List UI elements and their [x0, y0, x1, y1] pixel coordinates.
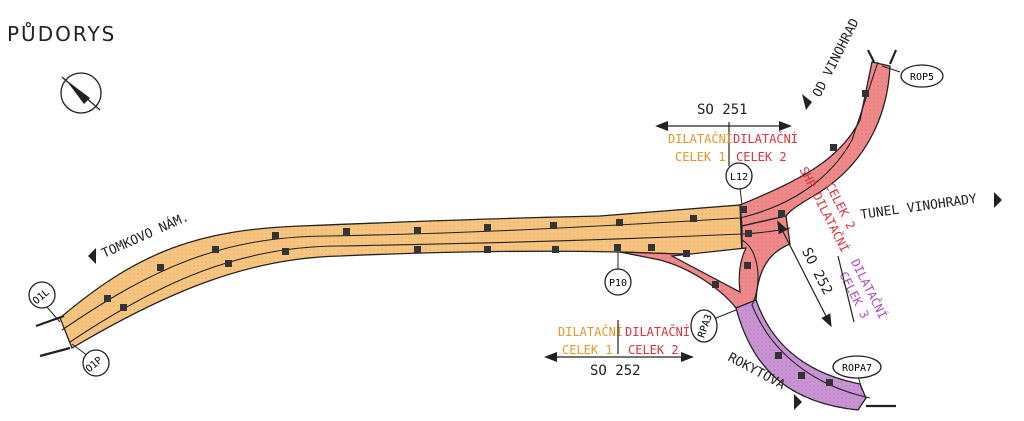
- so-251-dil1-line1: DILATAČNÍ: [668, 131, 733, 146]
- so-252-dil1-line2: CELEK 1: [562, 343, 613, 357]
- marker-p10: P10: [604, 252, 632, 296]
- dilatacni-celek-2-upper-zone: [739, 61, 891, 227]
- p10-label: P10: [609, 278, 627, 289]
- l12-label: L12: [730, 172, 748, 183]
- north-arrow-icon: [60, 72, 102, 114]
- arrow-left-icon: [777, 220, 788, 235]
- arrow-right-icon: [821, 313, 832, 328]
- so-251-block: SO 251 DILATAČNÍ CELEK 1 DILATAČNÍ CELEK…: [655, 102, 798, 166]
- dilatacni-celek-3-zone: [735, 299, 867, 411]
- arrow-right-icon: [681, 352, 694, 362]
- marker-rop5: ROP5: [881, 64, 944, 88]
- portal-ends: [35, 49, 898, 408]
- direction-arrow-icon: [794, 394, 802, 410]
- marker-ropa7: ROPA7: [832, 355, 882, 391]
- so-252-dil2-line1: DILATAČNÍ: [625, 324, 690, 339]
- marker-rpa3: RPA3: [690, 309, 737, 343]
- arrow-left-icon: [655, 121, 668, 131]
- segment-blocks: [104, 90, 869, 386]
- so-251-dil2-line2: CELEK 2: [736, 150, 787, 164]
- direction-arrow-icon: [88, 248, 96, 264]
- ropa7-label: ROPA7: [842, 363, 872, 374]
- so-251-dil2-line1: DILATAČNÍ: [733, 131, 798, 146]
- so-252-bottom-block: DILATAČNÍ CELEK 1 DILATAČNÍ CELEK 2 SO 2…: [544, 320, 694, 379]
- marker-l12: L12: [725, 162, 753, 206]
- arrow-right-icon: [779, 121, 792, 131]
- direction-tunel: TUNEL VINOHRADY: [859, 192, 1002, 223]
- junction-triangle-void: [669, 247, 748, 294]
- page-title: PŮDORYS: [7, 22, 116, 46]
- so-252-bottom-label: SO 252: [590, 363, 641, 379]
- vinohrad-label: OD VINOHRAD: [810, 16, 863, 100]
- arrow-left-icon: [544, 352, 557, 362]
- marker-o1l: O1L: [28, 281, 61, 323]
- so-252-dil2-line2: CELEK 2: [628, 343, 679, 357]
- tunel-label: TUNEL VINOHRADY: [859, 192, 978, 223]
- direction-arrow-icon: [994, 192, 1002, 208]
- rop5-label: ROP5: [910, 72, 934, 83]
- so-252-right-divider: [837, 255, 855, 323]
- direction-arrow-icon: [802, 94, 812, 110]
- so-252-dil3-text: DILATAČNÍ CELEK 3: [836, 256, 890, 321]
- so-251-dil1-line2: CELEK 1: [675, 150, 726, 164]
- so-252-dil1-line1: DILATAČNÍ: [558, 324, 623, 339]
- so-251-label: SO 251: [697, 102, 748, 118]
- direction-vinohrad: OD VINOHRAD: [802, 16, 863, 110]
- marker-o1p: O1P: [71, 343, 110, 377]
